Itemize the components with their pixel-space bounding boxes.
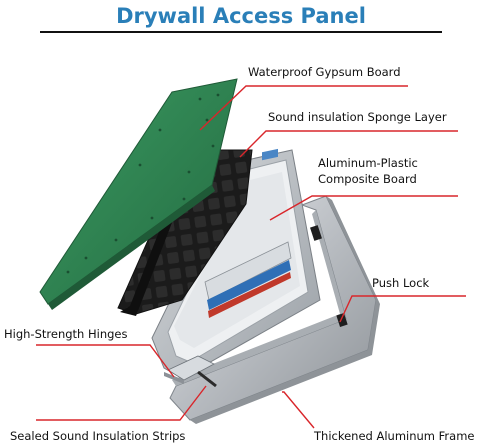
leader-composite [269,195,458,221]
label-frame: Thickened Aluminum Frame [314,429,475,443]
leader-sponge [239,130,458,158]
gypsum-board [39,78,238,310]
label-hinges: High-Strength Hinges [4,327,128,341]
leader-gypsum [199,85,408,131]
label-gypsum: Waterproof Gypsum Board [248,65,401,79]
page-title: Drywall Access Panel [116,4,366,28]
leader-frame [282,391,315,429]
label-strips: Sealed Sound Insulation Strips [10,429,186,443]
leader-lines [36,85,466,429]
label-push-lock: Push Lock [372,276,430,290]
label-composite-line1: Aluminum-Plastic [318,156,418,170]
composite-board [151,148,321,379]
title-underline [40,31,442,33]
aluminum-frame [169,195,380,424]
leader-strips [36,385,207,421]
label-sponge: Sound insulation Sponge Layer [268,110,447,124]
label-composite-line2: Composite Board [318,172,417,186]
leader-push-lock [339,295,466,323]
hinges [164,355,215,384]
seal-strip [197,370,217,388]
leader-hinges [36,344,175,378]
push-lock [310,225,348,327]
